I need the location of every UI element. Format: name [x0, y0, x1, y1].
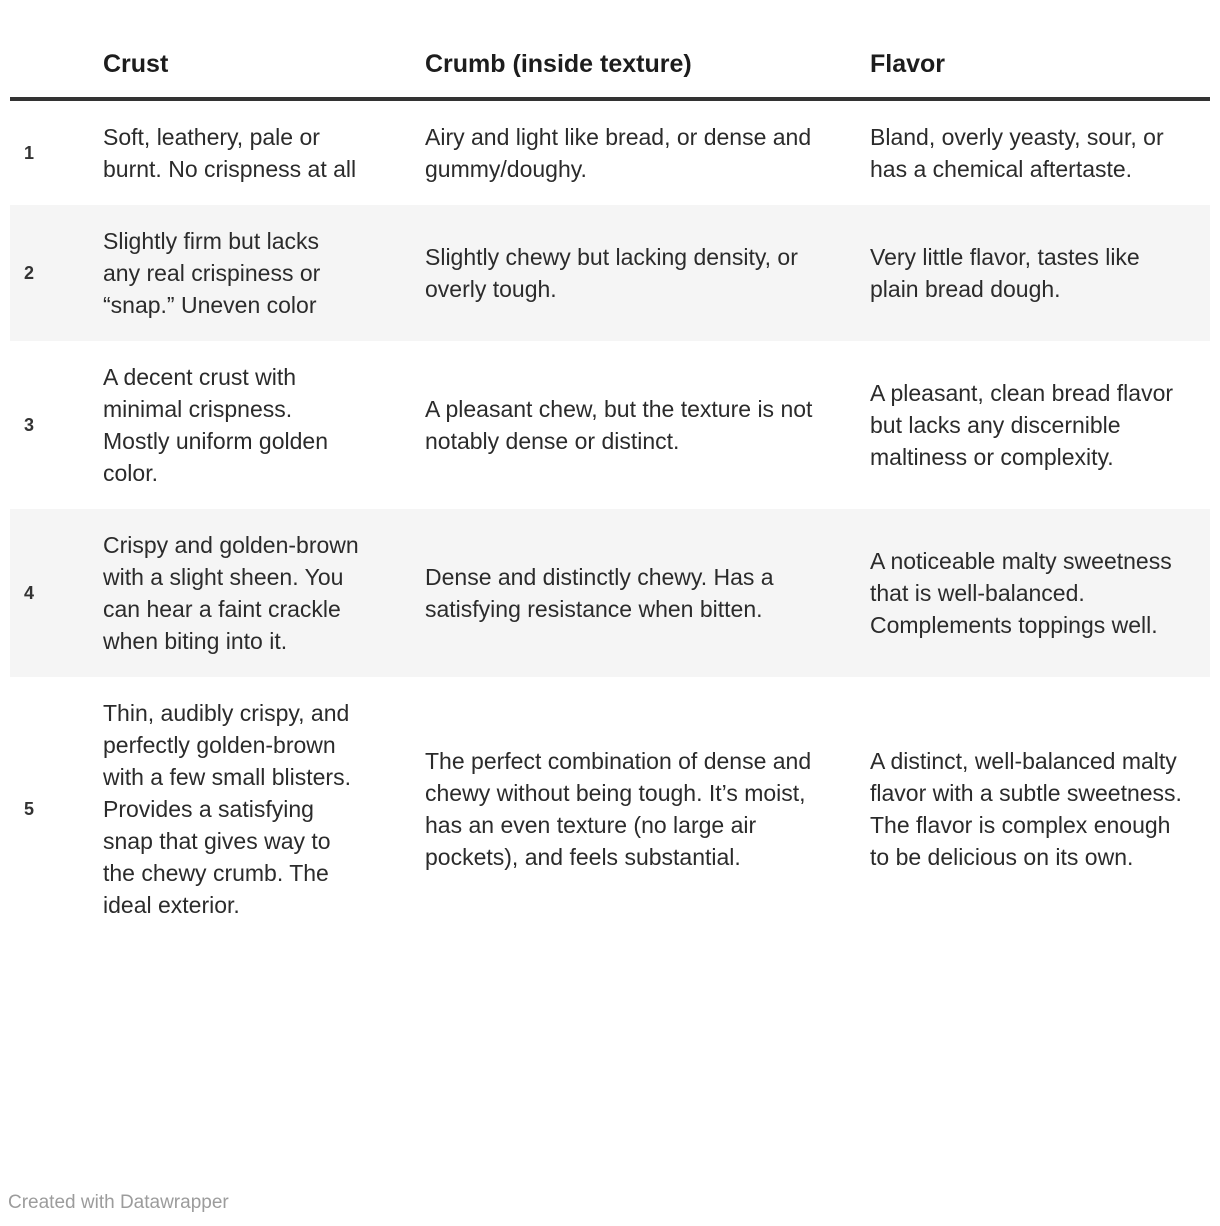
table-body: 1 Soft, leathery, pale or burnt. No crisp… [10, 99, 1210, 941]
cell-crumb: Airy and light like bread, or dense and … [425, 124, 812, 182]
rubric-table: Crust Crumb (inside texture) Flavor 1 Sof… [10, 40, 1210, 941]
table-row: 2 Slightly firm but lacks any real crispi… [10, 205, 1210, 341]
cell-flavor: Bland, overly yeasty, sour, or has a che… [870, 124, 1164, 182]
cell-flavor: A noticeable malty sweetness that is wel… [870, 548, 1172, 638]
cell-flavor: Very little flavor, tastes like plain br… [870, 244, 1140, 302]
table-row: 1 Soft, leathery, pale or burnt. No crisp… [10, 99, 1210, 205]
row-number: 1 [24, 143, 35, 163]
column-header-flavor: Flavor [870, 40, 1210, 101]
header-row: Crust Crumb (inside texture) Flavor [10, 40, 1210, 101]
cell-crumb: A pleasant chew, but the texture is not … [425, 396, 813, 454]
cell-crust: A decent crust with minimal crispness. M… [103, 364, 328, 486]
cell-crumb: Dense and distinctly chewy. Has a satisf… [425, 564, 774, 622]
row-number: 2 [24, 263, 35, 283]
cell-crumb: Slightly chewy but lacking density, or o… [425, 244, 798, 302]
column-header-crumb: Crumb (inside texture) [425, 40, 870, 101]
table-header: Crust Crumb (inside texture) Flavor [10, 40, 1210, 101]
cell-crumb: The perfect combination of dense and che… [425, 748, 812, 870]
column-header-crust: Crust [103, 40, 425, 101]
datawrapper-table-chart: Crust Crumb (inside texture) Flavor 1 Sof… [10, 40, 1210, 941]
table-row: 5 Thin, audibly crispy, and perfectly gol… [10, 677, 1210, 941]
row-number: 5 [24, 799, 35, 819]
column-header-rank [10, 40, 103, 101]
cell-crust: Soft, leathery, pale or burnt. No crispn… [103, 124, 357, 182]
table-row: 4 Crispy and golden-brown with a slight s… [10, 509, 1210, 677]
table-row: 3 A decent crust with minimal crispness. … [10, 341, 1210, 509]
cell-flavor: A distinct, well-balanced malty flavor w… [870, 748, 1182, 870]
cell-crust: Crispy and golden-brown with a slight sh… [103, 532, 359, 654]
row-number: 4 [24, 583, 35, 603]
cell-crust: Thin, audibly crispy, and perfectly gold… [103, 700, 351, 918]
row-number: 3 [24, 415, 35, 435]
datawrapper-credit-link[interactable]: Created with Datawrapper [8, 1192, 229, 1213]
cell-flavor: A pleasant, clean bread flavor but lacks… [870, 380, 1174, 470]
cell-crust: Slightly firm but lacks any real crispin… [103, 228, 321, 318]
